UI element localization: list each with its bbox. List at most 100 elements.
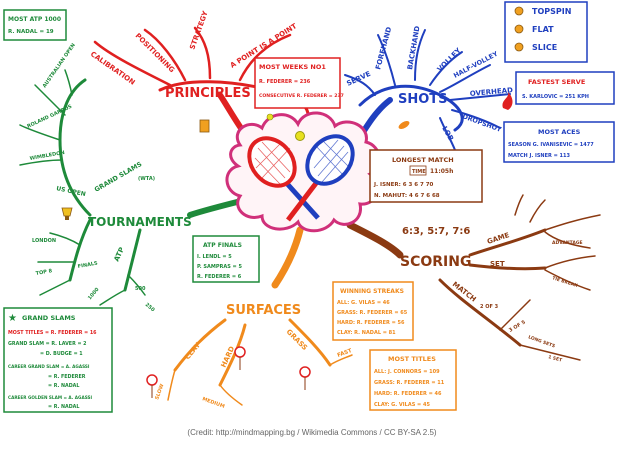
box-title: WINNING STREAKS [340, 288, 404, 295]
longest-match-time-label: TIME [412, 169, 426, 175]
box-row: GRASS: R. FEDERER = 65 [337, 310, 408, 316]
scoring-twig-1-set: 1 SET [547, 354, 563, 364]
tournaments-sub-500: 500 [135, 286, 146, 292]
scoring-twig-3of5: 3 OF 5 [508, 319, 527, 334]
spin-slice: SLICE [532, 43, 557, 52]
grand-slams-box: ★ GRAND SLAMS MOST TITLES = R. FEDERER =… [3, 307, 113, 413]
scoring-top-text: 6:3, 5:7, 7:6 [402, 226, 470, 237]
box-row: CLAY: R. NADAL = 81 [337, 330, 396, 336]
tournaments-sub-atp: ATP [113, 246, 126, 263]
box-row: CAREER GRAND SLAM = A. AGASSI [8, 364, 90, 369]
scoring-twig-2of3: 2 OF 3 [480, 304, 499, 310]
principles-label: PRINCIPLES [165, 86, 251, 101]
tournaments-slam-us-open: US OPEN [56, 185, 87, 198]
tournaments-label: TOURNAMENTS [88, 215, 192, 229]
tournaments-sub-grand-slams: GRAND SLAMS [93, 160, 144, 194]
shots-sub-overhead: OVERHEAD [469, 86, 513, 98]
longest-match-box: LONGEST MATCH TIME 11:05h J. ISNER: 6 3 … [369, 149, 483, 203]
box-row: J. ISNER: 6 3 6 7 70 [373, 182, 434, 188]
court-marker-icon [234, 346, 246, 370]
shots-sub-forehand: FOREHAND [374, 26, 393, 71]
court-marker-icon [146, 374, 158, 398]
box-title: MOST ACES [538, 128, 581, 136]
box-row: GRASS: R. FEDERER = 11 [374, 380, 445, 386]
box-row: R. NADAL = 19 [8, 29, 54, 35]
box-title: MOST WEEKS NO1 [259, 63, 326, 71]
scoring-branch [346, 194, 601, 361]
box-row: HARD: R. FEDERER = 46 [374, 391, 442, 397]
box-row: MATCH J. ISNER = 113 [508, 153, 571, 159]
box-row: = R. NADAL [48, 404, 79, 410]
shots-label: SHOTS [398, 92, 448, 107]
box-row: ALL: G. VILAS = 46 [337, 300, 390, 306]
box-row: ALL: J. CONNORS = 109 [374, 369, 440, 375]
box-title: MOST ATP 1000 [8, 16, 61, 23]
spin-ball-icon [514, 24, 524, 34]
box-row: SEASON G. IVANISEVIC = 1477 [508, 142, 594, 148]
surfaces-sub-medium: MEDIUM [201, 396, 225, 410]
surfaces-branch [167, 226, 353, 406]
box-title: FASTEST SERVE [528, 78, 585, 86]
fastest-serve-box: FASTEST SERVE S. KARLOVIC = 251 KPH [515, 71, 615, 105]
scoring-twig-advantage: ADVANTAGE [552, 240, 583, 246]
tournaments-sub-london: LONDON [32, 238, 56, 244]
spin-ball-icon [514, 42, 524, 52]
box-row: = R. FEDERER [48, 374, 86, 380]
scoring-label: SCORING [400, 254, 471, 270]
box-row: = R. NADAL [48, 383, 79, 389]
ball-icon [266, 113, 274, 121]
box-row: R. FEDERER = 236 [259, 79, 311, 85]
star-icon: ★ [8, 313, 17, 324]
box-row: = D. BUDGE = 1 [40, 351, 83, 357]
trophy-icon [61, 207, 73, 220]
central-topic [225, 111, 381, 233]
most-aces-box: MOST ACES SEASON G. IVANISEVIC = 1477 MA… [503, 121, 615, 163]
most-atp-1000-box: MOST ATP 1000 R. NADAL = 19 [3, 9, 67, 41]
fire-icon [502, 92, 513, 110]
box-row: CONSECUTIVE R. FEDERER = 237 [259, 93, 344, 99]
scoring-twig-tie-break: TIE BREAK [551, 275, 578, 289]
shots-sub-serve: SERVE [345, 70, 372, 88]
spin-flat: FLAT [532, 25, 554, 34]
surfaces-label: SURFACES [226, 303, 301, 318]
winning-streaks-box: WINNING STREAKS ALL: G. VILAS = 46 GRASS… [332, 281, 414, 341]
box-row: HARD: R. FEDERER = 56 [337, 320, 405, 326]
shots-sub-lob: LOB [440, 125, 455, 142]
atp-finals-box: ATP FINALS I. LENDL = 5 P. SAMPRAS = 5 R… [192, 235, 260, 283]
box-row: CLAY: G. VILAS = 45 [374, 402, 430, 408]
tennis-rackets-icon [247, 131, 355, 222]
spin-ball-icon [514, 6, 524, 16]
cup-icon [199, 119, 210, 133]
box-title: LONGEST MATCH [392, 156, 454, 164]
court-marker-icon [299, 366, 311, 390]
spin-topspin: TOPSPIN [532, 7, 571, 16]
most-titles-box: MOST TITLES ALL: J. CONNORS = 109 GRASS:… [369, 349, 457, 411]
longest-match-time: 11:05h [430, 168, 453, 175]
box-row: R. FEDERER = 6 [197, 274, 242, 280]
shuttle-icon [398, 121, 410, 129]
most-weeks-no1-box: MOST WEEKS NO1 R. FEDERER = 236 CONSECUT… [254, 57, 344, 109]
box-row: N. MAHUT: 4 6 7 6 68 [374, 193, 440, 199]
tournaments-sub-1000: 1000 [87, 286, 101, 301]
surfaces-sub-fast: FAST [337, 348, 353, 359]
shots-sub-dropshot: DROPSHOT [461, 112, 503, 134]
box-row: S. KARLOVIC = 251 KPH [522, 94, 589, 100]
image-credit: (Credit: http://mindmapping.bg / Wikimed… [187, 428, 437, 437]
box-row: I. LENDL = 5 [197, 254, 232, 260]
box-row: MOST TITLES = R. FEDERER = 16 [8, 330, 97, 336]
box-row: GRAND SLAM = R. LAVER = 2 [8, 341, 86, 347]
tournaments-slam-roland-garros: ROLAND GARROS [26, 104, 73, 130]
tournaments-slam-australian-open: AUSTRALIAN OPEN [42, 42, 77, 89]
surfaces-sub-grass: GRASS [285, 328, 309, 352]
tournaments-sub-finals: FINALS [77, 260, 98, 269]
surfaces-sub-slow: SLOW [154, 383, 165, 401]
box-title: MOST TITLES [388, 355, 436, 363]
principles-sub-strategy: STRATEGY [188, 9, 210, 50]
box-row: P. SAMPRAS = 5 [197, 264, 242, 270]
scoring-sub-set: SET [490, 260, 505, 268]
tournaments-sub-250: 250 [144, 302, 156, 314]
box-title: ATP FINALS [203, 242, 242, 249]
box-row: CAREER GOLDEN SLAM = A. AGASSI [8, 395, 93, 400]
box-title: GRAND SLAMS [22, 314, 76, 322]
